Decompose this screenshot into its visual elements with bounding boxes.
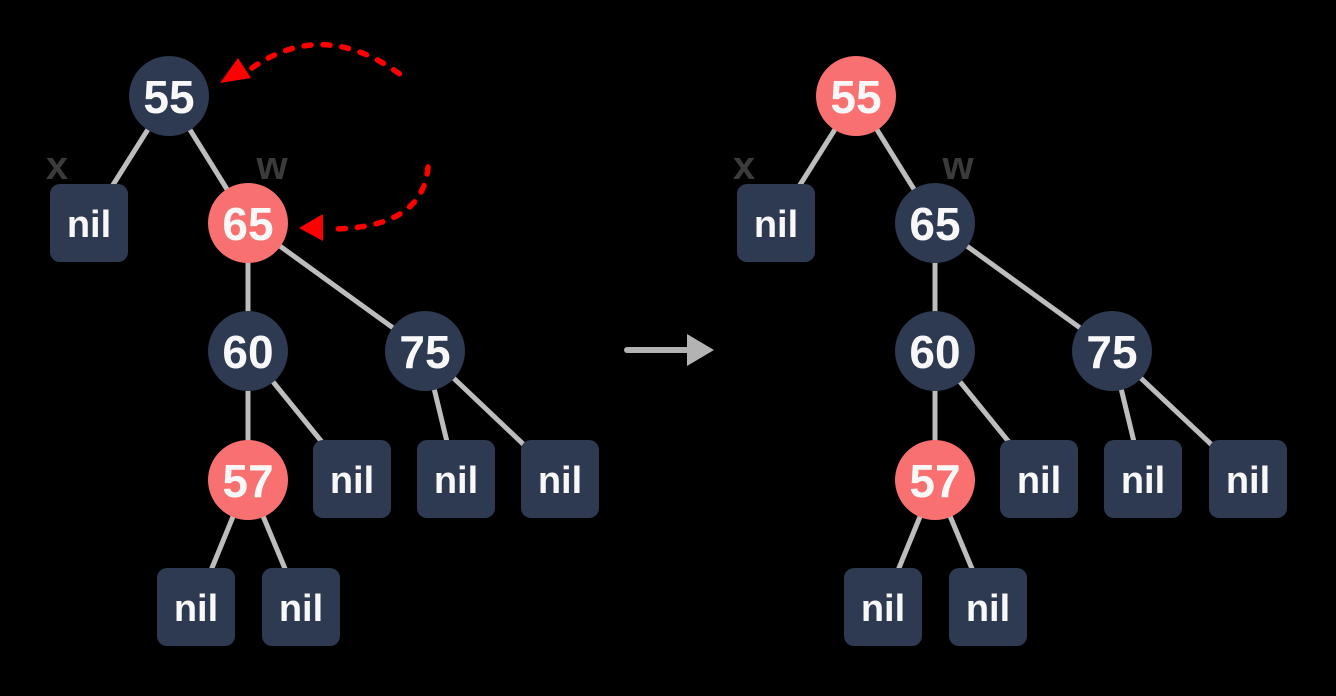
node-circle (208, 311, 288, 391)
node-value: 55 (143, 71, 194, 123)
nil-label: nil (754, 204, 798, 246)
nil-60-right-after: nil (1000, 440, 1078, 518)
nil-label: nil (538, 460, 582, 502)
nil-square (949, 568, 1027, 646)
node-65-before: 65 (208, 183, 288, 263)
nil-label: nil (67, 204, 111, 246)
nil-75-right-after: nil (1209, 440, 1287, 518)
nil-x-after: nil (737, 184, 815, 262)
nil-label: nil (279, 588, 323, 630)
node-60-before: 60 (208, 311, 288, 391)
nil-75-right-before: nil (521, 440, 599, 518)
nil-square (50, 184, 128, 262)
node-55-after: 55 (816, 56, 896, 136)
nil-57-right-after: nil (949, 568, 1027, 646)
nil-57-right-before: nil (262, 568, 340, 646)
node-circle (208, 440, 288, 520)
node-75-before: 75 (385, 311, 465, 391)
node-75-after: 75 (1072, 311, 1152, 391)
node-circle (208, 183, 288, 263)
nil-square (1104, 440, 1182, 518)
node-circle (895, 440, 975, 520)
swap-color-arrows (220, 42, 431, 241)
node-circle (816, 56, 896, 136)
nil-label: nil (1226, 460, 1270, 502)
node-value: 57 (222, 455, 273, 507)
pointer-label-x: x (733, 144, 755, 188)
node-value: 65 (222, 198, 273, 250)
node-57-before: 57 (208, 440, 288, 520)
nil-square (844, 568, 922, 646)
nil-square (262, 568, 340, 646)
nil-square (1000, 440, 1078, 518)
pointer-label-x: x (46, 144, 68, 188)
nil-label: nil (1121, 460, 1165, 502)
swap-arrow-top-head (220, 58, 251, 83)
node-60-after: 60 (895, 311, 975, 391)
nil-square (1209, 440, 1287, 518)
node-circle (895, 311, 975, 391)
node-circle (385, 311, 465, 391)
node-value: 65 (909, 198, 960, 250)
nil-label: nil (174, 588, 218, 630)
nil-square (157, 568, 235, 646)
node-value: 55 (830, 71, 881, 123)
nil-label: nil (966, 588, 1010, 630)
tree-before-edges (86, 94, 562, 608)
tree-after-edges (773, 94, 1250, 608)
nil-57-left-after: nil (844, 568, 922, 646)
pointer-label-w: w (255, 144, 288, 188)
nil-75-left-before: nil (417, 440, 495, 518)
node-55-before: 55 (129, 56, 209, 136)
nil-square (313, 440, 391, 518)
nil-square (737, 184, 815, 262)
node-value: 60 (909, 326, 960, 378)
nil-label: nil (330, 460, 374, 502)
nil-square (521, 440, 599, 518)
node-65-after: 65 (895, 183, 975, 263)
nil-label: nil (861, 588, 905, 630)
tree-after: x w 55 nil 65 60 75 57 nil (733, 56, 1287, 646)
nil-label: nil (434, 460, 478, 502)
tree-before: x w 55 nil 65 60 75 57 nil (46, 42, 599, 646)
nil-75-left-after: nil (1104, 440, 1182, 518)
node-circle (1072, 311, 1152, 391)
transition-arrow (624, 334, 714, 366)
nil-x-before: nil (50, 184, 128, 262)
node-circle (129, 56, 209, 136)
node-value: 57 (909, 455, 960, 507)
swap-arrow-bottom-curve (329, 164, 431, 232)
node-value: 75 (1086, 326, 1137, 378)
nil-label: nil (1017, 460, 1061, 502)
swap-arrow-top-curve (249, 42, 404, 78)
nil-57-left-before: nil (157, 568, 235, 646)
transition-arrow-head (687, 334, 714, 366)
node-circle (895, 183, 975, 263)
node-57-after: 57 (895, 440, 975, 520)
pointer-label-w: w (941, 144, 974, 188)
swap-arrow-bottom-head (299, 214, 323, 241)
nil-60-right-before: nil (313, 440, 391, 518)
node-value: 75 (399, 326, 450, 378)
node-value: 60 (222, 326, 273, 378)
nil-square (417, 440, 495, 518)
